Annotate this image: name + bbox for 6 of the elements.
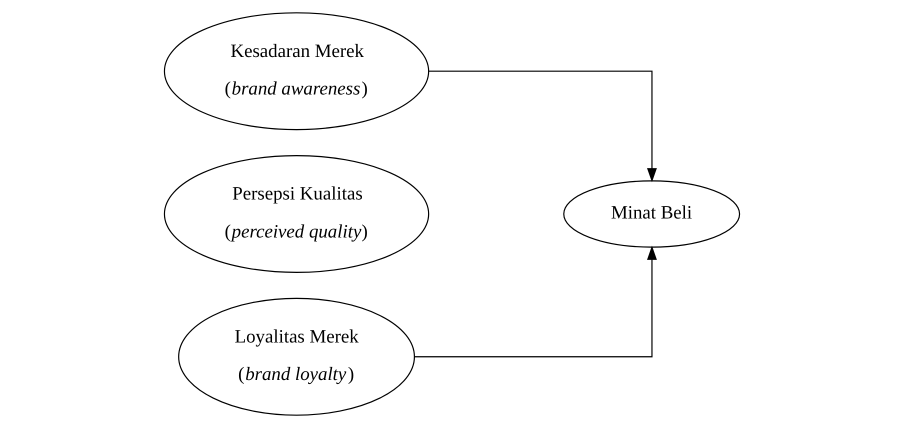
node-ellipse: Persepsi Kualitas (perceived quality) [163, 155, 429, 273]
node-ellipse: Loyalitas Merek (brand loyalty) [178, 298, 414, 416]
arrow [428, 70, 656, 182]
arrow [414, 246, 656, 358]
node-ellipse: Minat Beli [562, 180, 740, 248]
node-ellipse: Kesadaran Merek (brand awareness) [163, 12, 429, 130]
